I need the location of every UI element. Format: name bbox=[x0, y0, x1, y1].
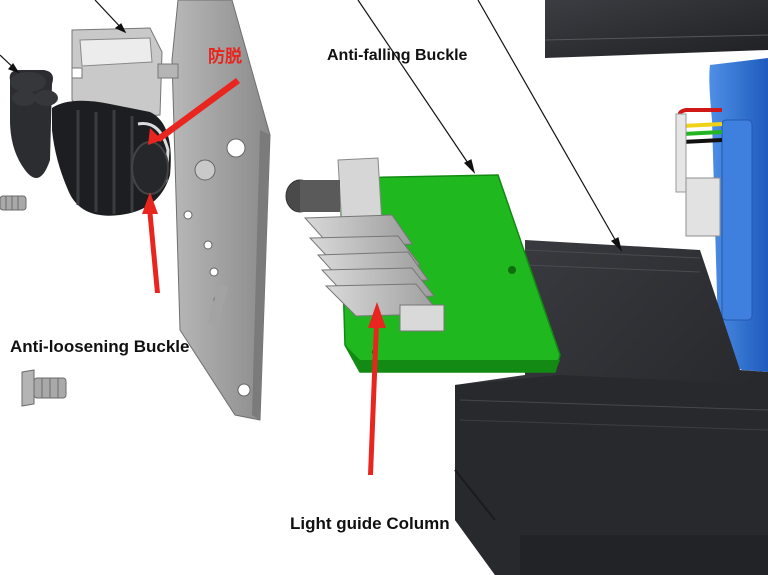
arrow-anti-loosening bbox=[147, 208, 160, 293]
black-connector bbox=[9, 70, 171, 216]
screw-top bbox=[0, 195, 27, 211]
label-anti-falling-buckle: Anti-falling Buckle bbox=[327, 47, 468, 64]
blue-housing bbox=[709, 58, 768, 372]
label-anti-loosening-buckle: Anti-loosening Buckle bbox=[10, 337, 190, 356]
label-light-guide-column: Light guide Column bbox=[290, 514, 450, 533]
enclosure-lid bbox=[544, 0, 768, 58]
screw-bottom bbox=[21, 369, 67, 407]
arrow-light-guide bbox=[368, 324, 379, 475]
light-guide-columns bbox=[303, 214, 445, 332]
led-block bbox=[285, 157, 383, 229]
wire-connector bbox=[675, 108, 723, 237]
red-arrows bbox=[142, 78, 386, 475]
front-panel bbox=[171, 0, 271, 421]
label-chinese-note: 防脱 bbox=[208, 47, 242, 66]
leader-lines bbox=[0, 0, 623, 252]
rocker-switch bbox=[71, 27, 179, 121]
arrow-to-connector bbox=[156, 78, 240, 142]
